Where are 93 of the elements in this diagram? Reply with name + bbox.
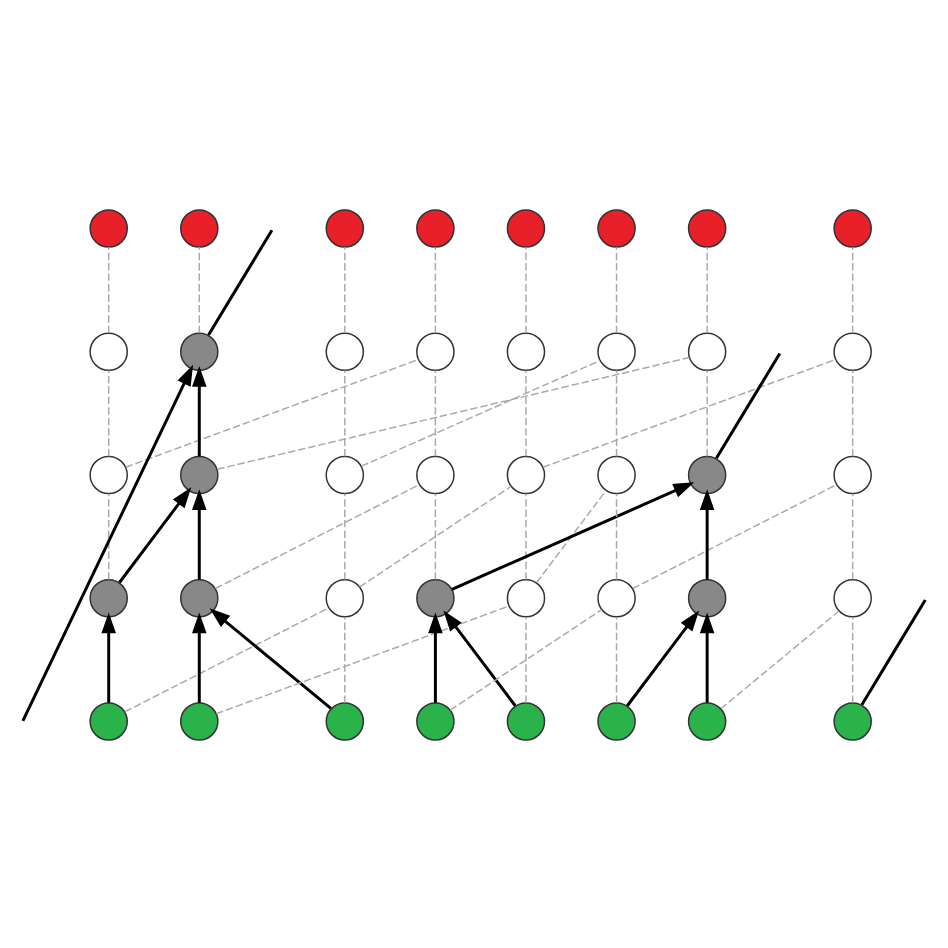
node-circle bbox=[687, 454, 727, 494]
node-circle bbox=[416, 331, 455, 371]
connector bbox=[216, 355, 690, 469]
connector bbox=[632, 483, 838, 589]
arrow bbox=[428, 611, 443, 702]
node-circle bbox=[89, 701, 128, 740]
connector bbox=[851, 368, 854, 456]
node-circle bbox=[180, 577, 219, 617]
arrow bbox=[626, 609, 700, 706]
connector bbox=[715, 351, 782, 459]
connector bbox=[344, 245, 346, 333]
connector bbox=[851, 245, 854, 333]
node-circle bbox=[89, 208, 128, 247]
connector bbox=[198, 245, 201, 333]
arrow bbox=[443, 609, 517, 706]
node-circle bbox=[687, 577, 727, 617]
connector bbox=[358, 484, 512, 587]
connector bbox=[124, 606, 330, 712]
node-circle bbox=[325, 701, 365, 740]
node-circle bbox=[687, 701, 727, 740]
connector bbox=[615, 491, 618, 580]
connector bbox=[434, 368, 437, 456]
connector bbox=[434, 245, 437, 333]
node-circle bbox=[687, 208, 727, 247]
node-circle bbox=[180, 331, 219, 371]
node-circle bbox=[89, 577, 128, 617]
node-circle bbox=[597, 577, 636, 617]
connector bbox=[536, 489, 607, 583]
connector bbox=[720, 609, 840, 709]
connector bbox=[107, 245, 110, 333]
connector bbox=[344, 615, 346, 703]
connector bbox=[449, 607, 603, 710]
node-circle bbox=[506, 454, 546, 494]
connector bbox=[615, 245, 618, 333]
connector bbox=[214, 483, 420, 589]
node-circle bbox=[597, 454, 636, 494]
node-circle bbox=[506, 701, 546, 740]
connector bbox=[215, 604, 510, 714]
node-circle bbox=[89, 331, 128, 371]
connector bbox=[525, 615, 527, 703]
connector bbox=[706, 368, 708, 456]
node-circle bbox=[89, 454, 128, 494]
connector bbox=[107, 491, 110, 580]
node-circle bbox=[833, 331, 872, 371]
connector bbox=[525, 245, 527, 333]
connector bbox=[542, 357, 837, 467]
node-circle bbox=[180, 208, 219, 247]
connector bbox=[525, 491, 527, 580]
arrow bbox=[451, 481, 695, 590]
node-circle bbox=[687, 331, 727, 371]
connector bbox=[851, 491, 854, 580]
node-circle bbox=[325, 454, 365, 494]
node-circle bbox=[597, 208, 636, 247]
connector bbox=[344, 368, 346, 456]
connector bbox=[207, 228, 274, 335]
arrow bbox=[101, 611, 116, 702]
arrow bbox=[118, 486, 192, 583]
connector bbox=[360, 359, 601, 466]
node-circle bbox=[597, 331, 636, 371]
node-circle bbox=[833, 577, 872, 617]
connector bbox=[851, 615, 854, 703]
node-circle bbox=[833, 701, 872, 740]
connector bbox=[344, 491, 346, 580]
connector bbox=[125, 357, 420, 467]
connector bbox=[615, 615, 618, 703]
node-circle bbox=[506, 331, 546, 371]
node-circle bbox=[416, 454, 455, 494]
node-circle bbox=[506, 577, 546, 617]
node-circle bbox=[506, 208, 546, 247]
connector bbox=[860, 598, 927, 705]
node-circle bbox=[180, 454, 219, 494]
node-circle bbox=[325, 208, 365, 247]
node-circle bbox=[325, 577, 365, 617]
arrow bbox=[209, 607, 332, 709]
arrow bbox=[699, 488, 715, 579]
arrow bbox=[21, 363, 194, 721]
node-circle bbox=[325, 331, 365, 371]
node-circle bbox=[833, 454, 872, 494]
connector bbox=[615, 368, 618, 456]
arrow bbox=[192, 364, 207, 456]
arrow bbox=[192, 611, 207, 702]
arrow bbox=[192, 488, 207, 579]
node-circle bbox=[833, 208, 872, 247]
node-circle bbox=[416, 577, 455, 617]
arrow bbox=[699, 611, 715, 702]
connector bbox=[107, 368, 110, 456]
node-circle bbox=[180, 701, 219, 740]
node-circle bbox=[416, 701, 455, 740]
connector bbox=[706, 245, 708, 333]
node-circle bbox=[416, 208, 455, 247]
node-circle bbox=[597, 701, 636, 740]
connector bbox=[434, 491, 437, 580]
connector bbox=[525, 368, 527, 456]
